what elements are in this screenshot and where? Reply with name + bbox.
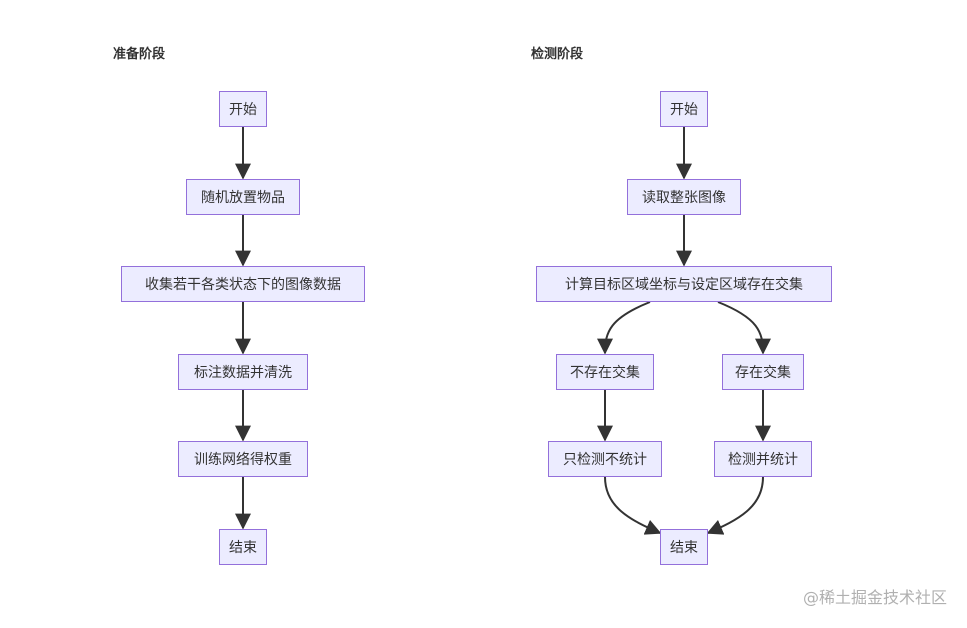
edge-detect-compute-to-no-overlap [597, 301, 651, 355]
prep-place-items-node: 随机放置物品 [186, 179, 300, 215]
detect-and-count-node: 检测并统计 [714, 441, 812, 477]
edge-detect-detect-only-to-end [604, 476, 662, 535]
detect-end-node: 结束 [660, 529, 708, 565]
detect-no-overlap-node: 不存在交集 [556, 354, 654, 390]
edge-detect-detect-count-to-end [706, 476, 764, 535]
prep-start-node: 开始 [219, 91, 267, 127]
detect-start-node: 开始 [660, 91, 708, 127]
detect-stage-title: 检测阶段 [531, 47, 584, 62]
detect-has-overlap-node: 存在交集 [722, 354, 804, 390]
detect-read-image-node: 读取整张图像 [627, 179, 741, 215]
edge-detect-compute-to-overlap [717, 301, 771, 355]
prep-end-node: 结束 [219, 529, 267, 565]
prep-train-weights-node: 训练网络得权重 [178, 441, 308, 477]
prep-stage-title: 准备阶段 [113, 47, 166, 62]
detect-only-node: 只检测不统计 [548, 441, 662, 477]
prep-annotate-clean-node: 标注数据并清洗 [178, 354, 308, 390]
prep-collect-images-node: 收集若干各类状态下的图像数据 [121, 266, 365, 302]
juejin-watermark: @稀土掘金技术社区 [802, 588, 947, 607]
detect-compute-overlap-node: 计算目标区域坐标与设定区域存在交集 [536, 266, 832, 302]
